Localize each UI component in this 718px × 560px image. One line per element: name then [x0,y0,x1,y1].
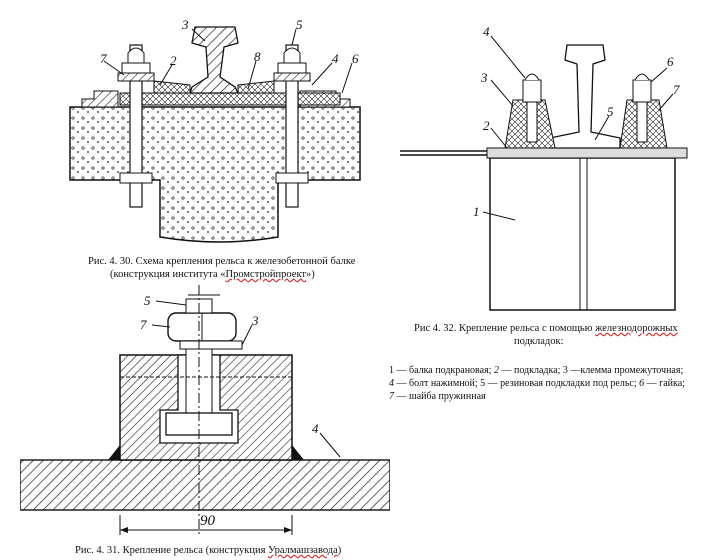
fig30-label: 5 [296,17,303,32]
fig32-label: 5 [607,104,614,119]
fig30-label: 8 [254,49,261,64]
rail [549,44,621,149]
fig32-label: 7 [673,82,680,97]
legend-line3: 7 — шайба пружинная [389,391,486,402]
figure-4-30-drawing: 3 5 7 2 8 4 6 [69,17,361,243]
base-plate [119,92,341,106]
concrete-beam [69,106,361,243]
fig31-label: 4 [312,421,319,436]
fig30-label: 6 [352,51,359,66]
fig31-label: 3 [251,313,259,328]
fig30-caption-line2: (конструкция института «Промстройпроект»… [110,269,315,280]
fig30-label: 4 [332,51,339,66]
fig32-caption-line1: Рис 4. 32. Крепление рельса с помощью же… [414,323,678,334]
fig30-caption-line1: Рис. 4. 30. Схема крепления рельса к жел… [88,256,356,267]
crane-beam [489,157,676,311]
fig32-caption: Рис 4. 32. Крепление рельса с помощью же… [414,322,714,348]
rail [189,26,240,94]
fig31-caption: Рис. 4. 31. Крепление рельса (конструкци… [75,545,342,556]
figure-4-31-drawing: 90 5 7 3 4 [20,285,390,535]
figure-4-32-drawing: 4 3 2 5 6 7 1 [400,24,688,311]
fig32-label: 4 [483,24,490,39]
fig31-label: 7 [140,317,147,332]
fig32-label: 3 [480,70,488,85]
fig32-label: 1 [473,204,480,219]
dimension-90: 90 [200,513,216,529]
fig32-legend: 1 — балка подкрановая; 2 — подкладка; 3 … [389,364,709,403]
base-slab [20,459,390,511]
fig31-label: 5 [144,293,151,308]
fig30-label: 2 [170,53,177,68]
fig32-caption-line2: подкладок: [514,336,564,347]
fig32-label: 6 [667,54,674,69]
legend-line2: 4 — болт нажимной; 5 — резиновая подклад… [389,378,685,389]
fig32-label: 2 [483,118,490,133]
fig30-caption: Рис. 4. 30. Схема крепления рельса к жел… [88,255,355,281]
fig30-label: 3 [181,17,189,32]
legend-line1: 1 — балка подкрановая; 2 — подкладка; 3 … [389,365,684,376]
fig30-label: 7 [100,51,107,66]
